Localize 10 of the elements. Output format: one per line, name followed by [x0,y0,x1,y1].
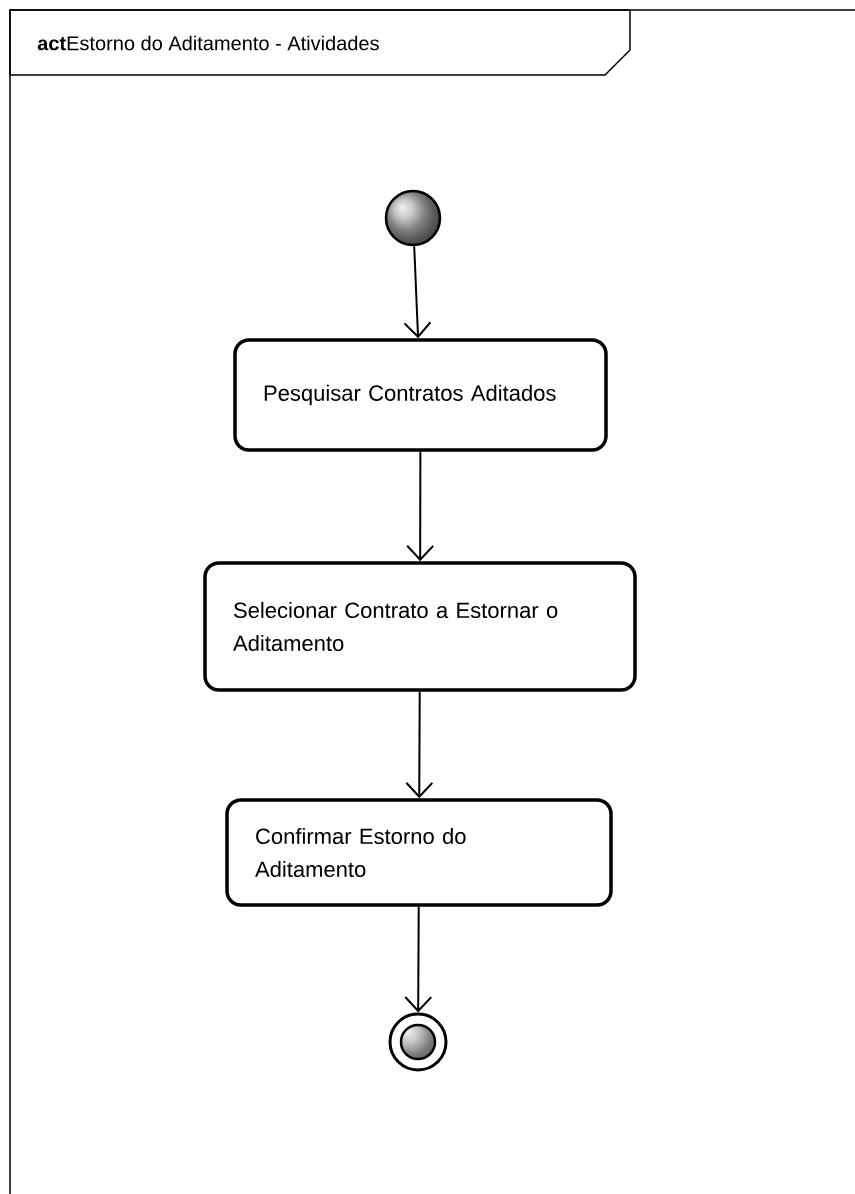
arrow [405,690,434,799]
arrow [403,245,432,339]
final-node [388,1012,448,1072]
action-box: Selecionar Contrato a Estornar o Aditamento [203,561,637,692]
arrow [404,905,433,1013]
action-box: Confirmar Estorno do Aditamento [225,798,613,907]
action-box: Pesquisar Contratos Aditados [233,338,608,452]
title: actEstorno do Aditamento - Atividades [37,35,379,51]
initial-node [384,189,442,247]
arrow [406,450,435,562]
